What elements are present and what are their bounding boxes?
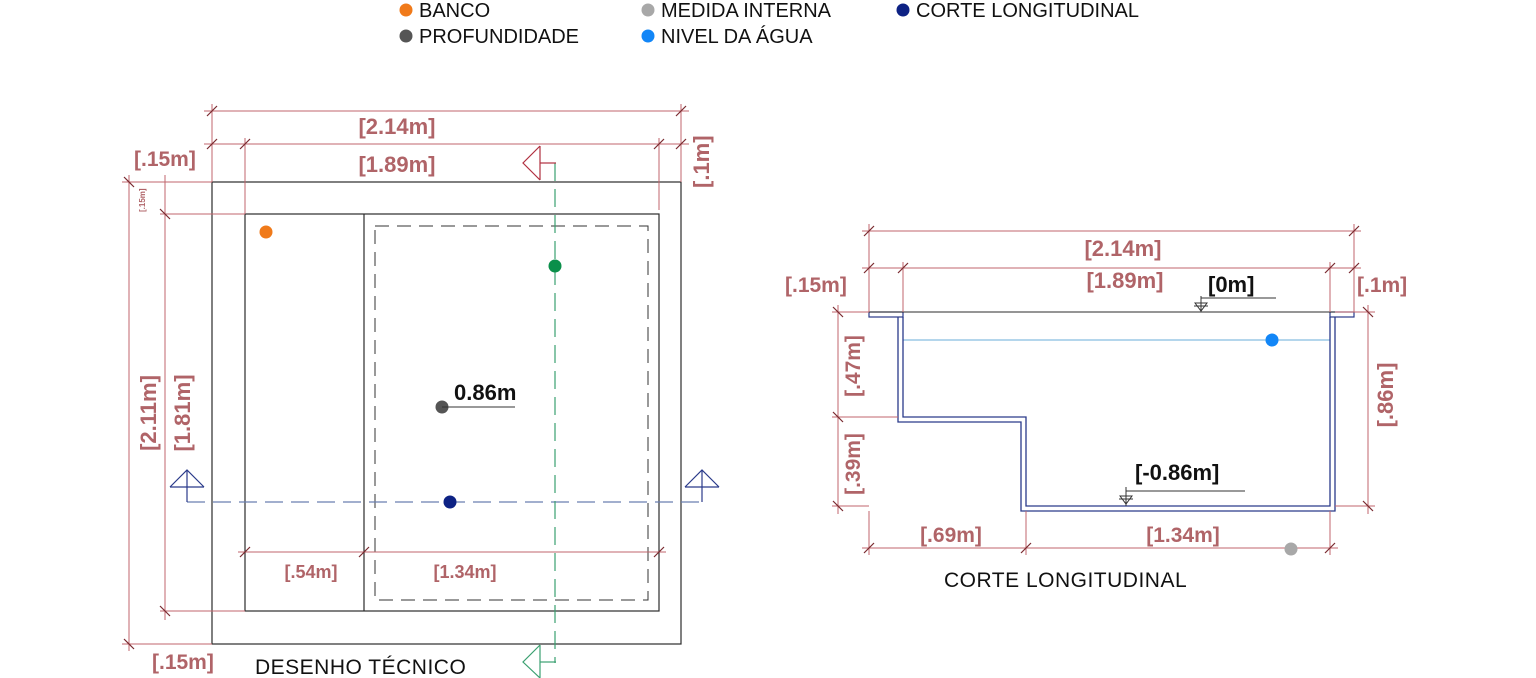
dim-section-total-depth: [.86m] xyxy=(1335,305,1398,514)
navy-dot-icon xyxy=(896,3,910,17)
section-cut-marker xyxy=(443,495,457,509)
orange-dot-icon xyxy=(399,3,413,17)
legend-label: CORTE LONGITUDINAL xyxy=(916,0,1139,22)
depth-label: 0.86m xyxy=(454,380,516,405)
plan-view: 0.86m [2.14m] [1.89m] [.15m] [.1m] xyxy=(122,104,720,678)
dim-label: [2.14m] xyxy=(1084,236,1161,261)
plan-deep-area xyxy=(374,225,649,601)
dark-gray-dot-icon xyxy=(399,29,413,43)
level-bottom-label: [-0.86m] xyxy=(1135,460,1219,485)
dim-plan-bench-deep: [.54m] [1.34m] xyxy=(238,546,666,582)
dim-plan-total-width: [2.14m] xyxy=(204,104,689,182)
dim-section-inner-width: [1.89m] xyxy=(862,262,1361,312)
legend-item-nivel-da-agua: NIVEL DA ÁGUA xyxy=(641,25,813,48)
section-profile-inner xyxy=(902,317,1331,507)
dim-section-left-heights: [.47m] [.39m] xyxy=(832,305,898,514)
dim-plan-wall-top-small: [.15m] xyxy=(138,188,147,212)
dim-plan-wall-right: [.1m] xyxy=(689,135,714,188)
cross-cut-marker xyxy=(548,259,562,273)
dim-section-wall-left: [.15m] xyxy=(785,274,847,297)
medida-interna-marker xyxy=(1284,542,1298,556)
dim-label: [2.14m] xyxy=(358,114,435,139)
plan-caption: DESENHO TÉCNICO xyxy=(255,656,466,678)
section-arrow-left-icon xyxy=(169,469,205,502)
dim-label: [.54m] xyxy=(284,562,337,582)
legend-label: MEDIDA INTERNA xyxy=(661,0,832,22)
dim-label: [1.89m] xyxy=(358,152,435,177)
gray-dot-icon xyxy=(641,3,655,17)
water-level-marker xyxy=(1265,333,1279,347)
dim-section-total-width: [2.14m] xyxy=(862,224,1361,312)
section-coping-right xyxy=(1329,311,1355,318)
section-profile-outer xyxy=(897,317,1336,512)
cross-arrow-top-icon xyxy=(522,145,556,181)
dim-plan-wall-bottom: [.15m] xyxy=(152,651,214,674)
dim-label: [1.81m] xyxy=(170,374,195,451)
dim-plan-inner-length: [1.81m] xyxy=(159,175,245,620)
dim-label: [.47m] xyxy=(842,335,865,397)
dim-plan-total-length: [2.11m] xyxy=(122,175,212,651)
dim-label: [.69m] xyxy=(920,524,982,547)
dim-label: [1.89m] xyxy=(1086,268,1163,293)
level-top-label: [0m] xyxy=(1208,272,1254,297)
dim-section-wall-right: [.1m] xyxy=(1357,274,1407,297)
legend: BANCO MEDIDA INTERNA CORTE LONGITUDINAL … xyxy=(399,0,1139,48)
dim-plan-wall-left: [.15m] xyxy=(134,148,196,171)
legend-item-corte-longitudinal: CORTE LONGITUDINAL xyxy=(896,0,1139,22)
dim-label: [2.11m] xyxy=(136,375,161,451)
dim-label: [.86m] xyxy=(1373,363,1398,428)
section-arrow-right-icon xyxy=(684,469,720,502)
legend-label: NIVEL DA ÁGUA xyxy=(661,25,813,48)
plan-outer-wall xyxy=(211,181,682,645)
legend-label: PROFUNDIDADE xyxy=(419,26,579,48)
blue-dot-icon xyxy=(641,29,655,43)
dim-label: [1.34m] xyxy=(433,562,496,582)
legend-item-banco: BANCO xyxy=(399,0,490,22)
dim-label: [1.34m] xyxy=(1146,524,1220,547)
legend-label: BANCO xyxy=(419,0,490,22)
legend-item-profundidade: PROFUNDIDADE xyxy=(399,26,579,48)
cross-arrow-bottom-icon xyxy=(522,644,556,678)
dim-plan-inner-width: [1.89m] xyxy=(204,138,689,214)
banco-marker xyxy=(259,225,273,239)
level-top-marker: [0m] xyxy=(1194,272,1276,312)
level-bottom-marker: [-0.86m] xyxy=(1119,460,1245,506)
dim-section-lengths: [.69m] [1.34m] xyxy=(862,511,1338,555)
legend-item-medida-interna: MEDIDA INTERNA xyxy=(641,0,832,22)
plan-inner-outline xyxy=(244,213,660,612)
dim-label: [.39m] xyxy=(842,433,865,495)
section-view: [0m] [-0.86m] [2.14m] [1.89m] xyxy=(785,224,1407,592)
section-caption: CORTE LONGITUDINAL xyxy=(944,569,1187,592)
section-coping-left xyxy=(868,311,904,318)
